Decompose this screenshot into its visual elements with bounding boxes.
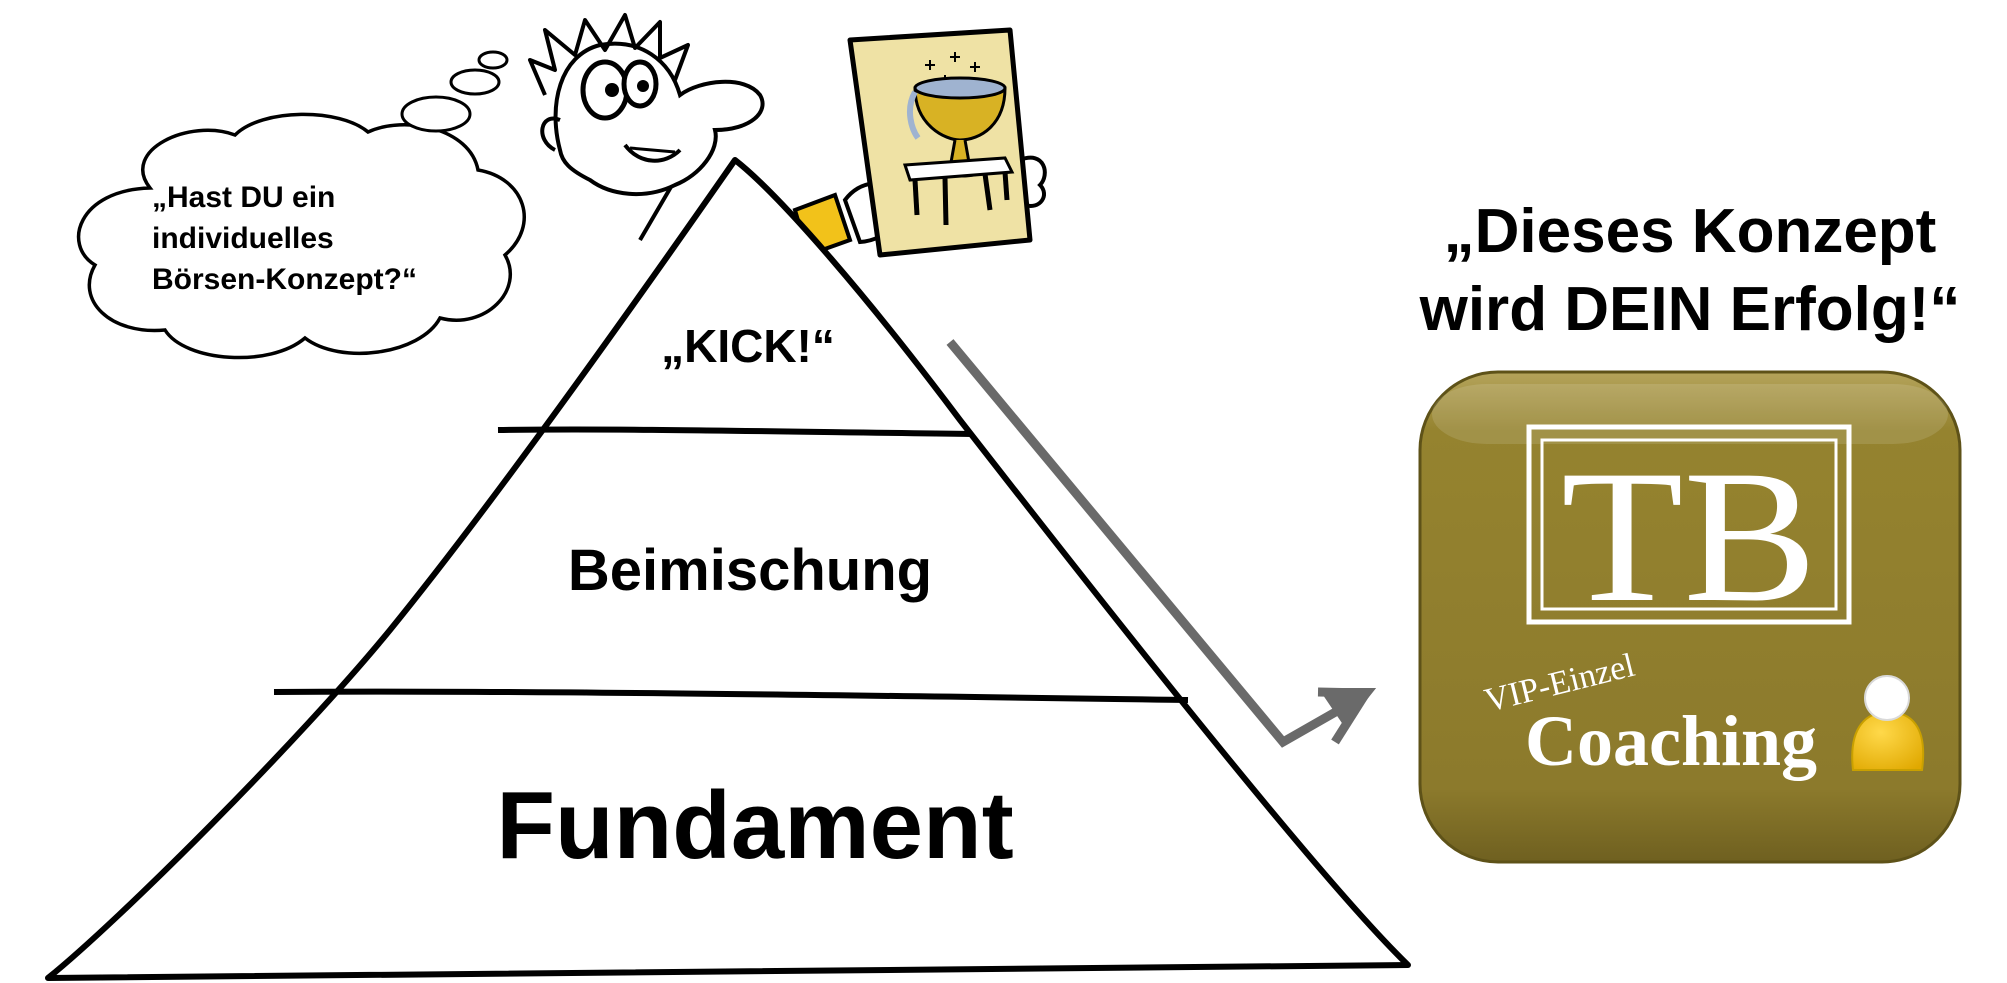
pyramid-outline xyxy=(45,157,1411,981)
badge-main-label: Coaching xyxy=(1525,701,1817,781)
logo-text: TB xyxy=(1561,432,1817,642)
logo-frame-inner xyxy=(1540,438,1838,611)
connector-arrow xyxy=(946,339,1377,748)
thought-text-line-3: Börsen-Konzept?“ xyxy=(152,263,417,296)
pyramid-label-bottom: Fundament xyxy=(496,772,1013,879)
pyramid-divider-lower xyxy=(273,688,1189,703)
thought-dot-medium xyxy=(449,68,501,96)
logo-frame-outer xyxy=(1526,424,1852,625)
headline-line-2: wird DEIN Erfolg!“ xyxy=(1419,275,1961,344)
pyramid-label-middle: Beimischung xyxy=(568,538,932,603)
thought-cloud xyxy=(76,112,526,360)
headline-line-1: „Dieses Konzept xyxy=(1444,197,1937,266)
arrow-line xyxy=(946,339,1363,748)
person-icon xyxy=(1851,675,1925,771)
vip-coaching-badge: TB VIP-Einzel Coaching xyxy=(1418,370,1962,864)
pyramid-divider-upper xyxy=(497,426,973,437)
pyramid-diagram: „KICK!“ Beimischung Fundament xyxy=(45,157,1411,981)
thought-text-line-2: individuelles xyxy=(152,222,334,255)
thought-dot-large xyxy=(400,95,472,133)
thought-dot-small xyxy=(477,50,509,70)
thought-text-line-1: „Hast DU ein xyxy=(152,181,335,214)
pyramid-label-top: „KICK!“ xyxy=(661,320,835,372)
badge-background xyxy=(1418,370,1962,864)
grail-card-illustration xyxy=(847,27,1033,258)
thought-bubble: „Hast DU ein individuelles Börsen-Konzep… xyxy=(76,50,526,360)
